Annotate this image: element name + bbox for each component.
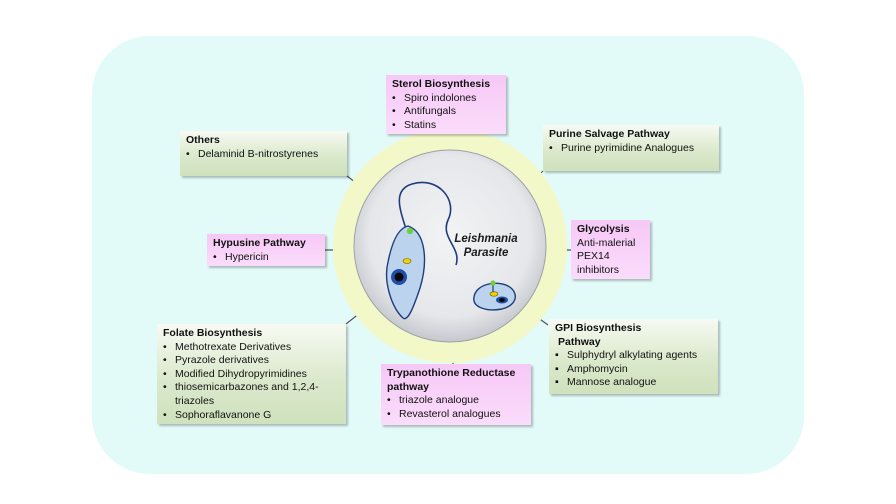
box-title-line1: Trypanothione Reductase [387, 367, 516, 379]
list-item: thiosemicarbazones and 1,2,4-triazoles [163, 381, 340, 408]
box-title: Purine Salvage Pathway [549, 128, 670, 140]
list-item: Pyrazole derivatives [163, 354, 340, 368]
box-title-line1: GPI Biosynthesis [555, 322, 642, 334]
promastigote-kinetoplast [402, 258, 412, 264]
box-others: Others Delaminid B-nitrostyrenes [180, 131, 347, 176]
box-hypusine-pathway: Hypusine Pathway Hypericin [207, 234, 325, 266]
list-item: Methotrexate Derivatives [163, 341, 340, 355]
box-purine-salvage-pathway: Purine Salvage Pathway Purine pyrimidine… [543, 125, 719, 171]
list-item: Delaminid B-nitrostyrenes [186, 148, 341, 162]
amastigote-body [473, 282, 516, 311]
list-item: triazole analogue [387, 394, 525, 408]
box-title: Folate Biosynthesis [163, 327, 263, 339]
center-label-line1: Leishmania [454, 233, 518, 245]
list-item: Anti-malerial [577, 236, 636, 249]
list-item: Sophoraflavanone G [163, 409, 340, 423]
box-sterol-biosynthesis: Sterol Biosynthesis Spiro indolones Anti… [386, 75, 506, 134]
list-item: Statins [392, 119, 500, 133]
list-item: Antifungals [392, 105, 500, 119]
box-gpi-biosynthesis-pathway: GPI Biosynthesis Pathway Sulphydryl alky… [549, 319, 718, 394]
list-item: PEX14 [577, 250, 610, 263]
box-glycolysis: Glycolysis Anti-malerial PEX14 inhibitor… [571, 220, 650, 279]
promastigote-nucleolus [394, 272, 404, 282]
list-item: Amphomycin [555, 363, 712, 377]
list-item: Purine pyrimidine Analogues [549, 142, 713, 156]
list-item: Sulphydryl alkylating agents [555, 349, 712, 363]
amastigote-green-dot [490, 280, 496, 286]
amastigote-kinetoplast [489, 291, 499, 297]
box-title-line2: Pathway [558, 335, 601, 348]
promastigote-green-dot [406, 227, 414, 235]
list-item: Hypericin [213, 251, 319, 265]
box-title: Others [186, 134, 220, 146]
list-item: Spiro indolones [392, 92, 500, 106]
flagellum [398, 181, 458, 266]
box-title-line2: pathway [387, 380, 430, 393]
box-title: Sterol Biosynthesis [392, 78, 491, 90]
list-item: Revasterol analogues [387, 408, 525, 422]
center-label: Leishmania Parasite [431, 232, 541, 260]
center-label-line2: Parasite [463, 247, 509, 259]
box-folate-biosynthesis: Folate Biosynthesis Methotrexate Derivat… [157, 324, 346, 424]
promastigote-body [385, 225, 426, 320]
box-title: Glycolysis [577, 223, 630, 235]
list-item: Mannose analogue [555, 376, 712, 390]
amastigote-nucleolus [499, 298, 505, 302]
list-item: Modified Dihydropyrimidines [163, 368, 340, 382]
box-title: Hypusine Pathway [213, 237, 306, 249]
box-trypanothione-reductase-pathway: Trypanothione Reductase pathway triazole… [381, 364, 531, 425]
list-item: inhibitors [577, 263, 620, 276]
